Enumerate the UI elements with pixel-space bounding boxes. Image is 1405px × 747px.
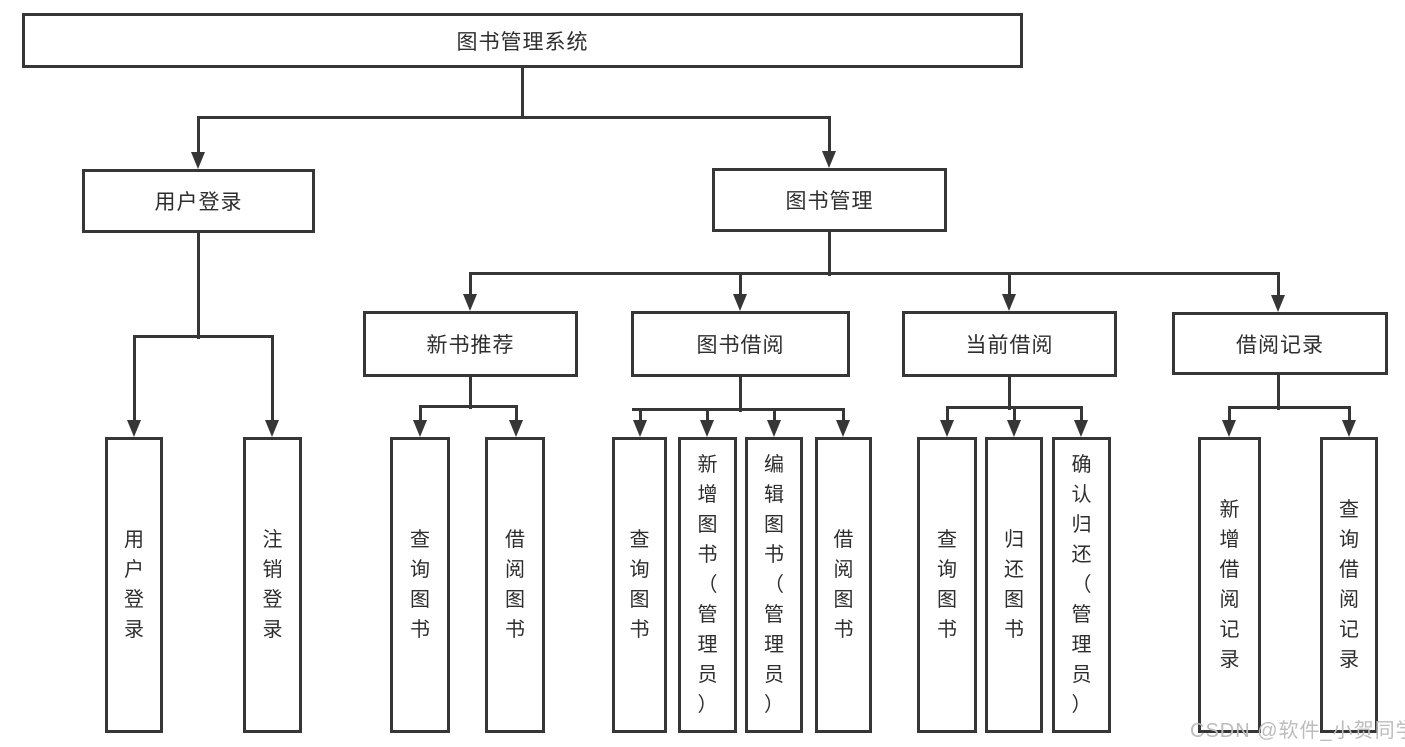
node-book-borrowing: 图书借阅 [631, 311, 850, 377]
leaf-label: 查询图书 [629, 529, 650, 641]
connector-line [738, 273, 742, 298]
connector-line [1007, 377, 1011, 410]
connector-line [1012, 407, 1016, 424]
leaf-label: 查询图书 [410, 529, 430, 641]
arrowhead [127, 420, 141, 437]
leaf-search-borrow-record: 查询借阅记录 [1320, 437, 1378, 733]
connector-line [705, 409, 709, 424]
arrowhead [822, 151, 836, 168]
node-label: 新书推荐 [426, 334, 515, 357]
node-label: 图书管理系统 [456, 30, 589, 54]
leaf-label: 查询图书 [937, 529, 957, 641]
connector-line [945, 407, 949, 424]
connector-line [1276, 375, 1280, 410]
connector-line [772, 409, 776, 424]
connector-line [197, 115, 831, 119]
node-book-management: 图书管理 [712, 168, 947, 232]
arrowhead [700, 420, 714, 437]
leaf-label: 新增图书（管理员） [697, 454, 718, 716]
arrowhead [1002, 294, 1016, 311]
leaf-label: 编辑图书（管理员） [764, 454, 784, 716]
leaf-confirm-return-admin: 确认归还（管理员） [1052, 437, 1111, 733]
watermark: CSDN @软件_小贺同学 [1190, 720, 1405, 742]
arrowhead [1007, 420, 1021, 437]
node-new-book-recommendation: 新书推荐 [363, 311, 578, 377]
arrowhead [413, 420, 427, 437]
leaf-label: 借阅图书 [833, 529, 854, 641]
node-label: 用户登录 [154, 191, 243, 214]
leaf-add-borrow-record: 新增借阅记录 [1198, 437, 1261, 733]
arrowhead [733, 294, 747, 311]
connector-line [1228, 405, 1351, 409]
arrowhead [191, 152, 205, 169]
leaf-borrow-books-1: 借阅图书 [485, 437, 545, 733]
connector-line [1227, 407, 1231, 424]
connector-line [841, 409, 845, 424]
connector-line [469, 271, 1280, 275]
arrowhead [265, 420, 279, 437]
leaf-label: 注销登录 [262, 529, 283, 641]
node-label: 图书管理 [785, 190, 874, 213]
leaf-return-books: 归还图书 [985, 437, 1043, 733]
arrowhead [1074, 420, 1088, 437]
node-label: 图书借阅 [696, 334, 785, 357]
connector-line [133, 334, 274, 338]
arrowhead [463, 294, 477, 311]
node-library-management-system: 图书管理系统 [22, 13, 1023, 68]
connector-line [419, 404, 518, 408]
leaf-add-book-admin: 新增图书（管理员） [678, 437, 737, 733]
leaf-label: 借阅图书 [505, 529, 525, 641]
node-label: 当前借阅 [965, 334, 1054, 357]
arrowhead [767, 420, 781, 437]
connector-line [468, 273, 472, 298]
arrowhead [836, 420, 850, 437]
leaf-label: 归还图书 [1004, 529, 1024, 641]
connector-line [520, 68, 524, 118]
arrowhead [1222, 420, 1236, 437]
connector-line [1007, 273, 1011, 298]
node-label: 借阅记录 [1236, 333, 1324, 357]
connector-line [632, 407, 845, 411]
arrowhead [1271, 295, 1285, 312]
arrowhead [509, 420, 523, 437]
node-current-borrowing: 当前借阅 [902, 311, 1117, 377]
arrowhead [633, 420, 647, 437]
connector-line [1347, 407, 1351, 424]
connector-line [827, 117, 831, 155]
connector-line [132, 336, 136, 424]
connector-line [468, 377, 472, 409]
leaf-label: 确认归还（管理员） [1071, 454, 1092, 716]
connector-line [418, 406, 422, 424]
arrowhead [1342, 420, 1356, 437]
connector-line [196, 117, 200, 155]
leaf-label: 新增借阅记录 [1219, 499, 1240, 671]
node-user-login: 用户登录 [82, 169, 315, 233]
connector-line [1079, 407, 1083, 424]
node-borrowing-records: 借阅记录 [1172, 312, 1388, 375]
leaf-search-books-1: 查询图书 [390, 437, 450, 733]
connector-line [196, 233, 200, 339]
connector-line [1276, 273, 1280, 298]
leaf-user-login: 用户登录 [105, 437, 163, 733]
leaf-label: 查询借阅记录 [1339, 499, 1359, 671]
leaf-search-books-3: 查询图书 [917, 437, 977, 733]
leaf-logout: 注销登录 [243, 437, 302, 733]
connector-line [514, 406, 518, 424]
leaf-edit-book-admin: 编辑图书（管理员） [745, 437, 803, 733]
arrowhead [940, 420, 954, 437]
connector-line [270, 336, 274, 424]
connector-line [738, 377, 742, 412]
leaf-label: 用户登录 [124, 529, 144, 641]
leaf-borrow-books-2: 借阅图书 [815, 437, 872, 733]
connector-line [827, 232, 831, 276]
connector-line [946, 405, 1083, 409]
leaf-search-books-2: 查询图书 [612, 437, 667, 733]
connector-line [638, 409, 642, 424]
